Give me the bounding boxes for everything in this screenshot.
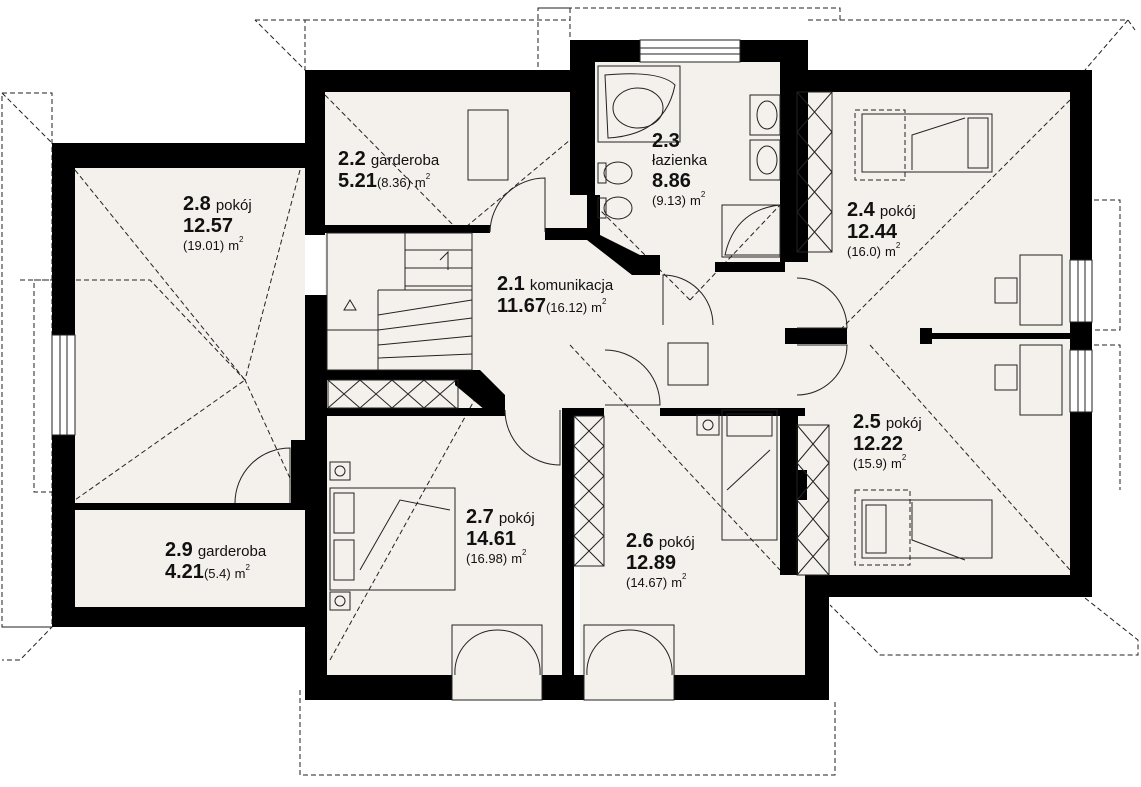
room-area: 12.89 [626, 552, 676, 574]
walls [52, 40, 1092, 700]
room-unit: m [235, 566, 246, 581]
windows [51, 39, 1093, 701]
svg-text:(15.9)m2: (15.9) m2 [853, 453, 907, 471]
svg-text:2.3: 2.3 [652, 130, 680, 152]
room-id: 2.2 [338, 148, 366, 170]
room-id: 2.1 [497, 273, 525, 295]
room-area: 8.86 [652, 170, 691, 192]
room-id: 2.5 [853, 411, 881, 433]
room-name: łazienka [652, 152, 708, 169]
room-name: garderoba [371, 152, 440, 169]
room-unit: m [891, 456, 902, 471]
room-area: 4.21 [165, 561, 204, 583]
furniture [329, 109, 1063, 611]
room-unit-sup: 2 [602, 297, 607, 306]
room-gross-area: (9.13) [652, 193, 686, 208]
room-name: pokój [880, 203, 916, 220]
room-area: 12.57 [183, 215, 233, 237]
room-name: pokój [886, 415, 922, 432]
room-id: 2.9 [165, 539, 193, 561]
room-id: 2.8 [183, 193, 211, 215]
room-area: 12.44 [847, 221, 898, 243]
room-gross-area: (15.9) [853, 456, 887, 471]
svg-text:14.61: 14.61 [466, 528, 516, 550]
room-name: pokój [659, 534, 695, 551]
room-unit-sup: 2 [239, 235, 244, 244]
floor-areas [75, 62, 1075, 675]
room-unit: m [511, 551, 522, 566]
room-id: 2.4 [847, 199, 876, 221]
svg-text:12.44: 12.44 [847, 221, 898, 243]
room-area: 14.61 [466, 528, 516, 550]
svg-text:(16.98)m2: (16.98) m2 [466, 548, 527, 566]
room-unit: m [885, 244, 896, 259]
room-gross-area: (16.98) [466, 551, 507, 566]
room-unit: m [591, 300, 602, 315]
svg-text:5.21(8.36)m2: 5.21(8.36) m2 [338, 170, 431, 192]
svg-text:8.86: 8.86 [652, 170, 691, 192]
svg-text:(14.67)m2: (14.67) m2 [626, 572, 687, 590]
room-id: 2.3 [652, 130, 680, 152]
room-unit-sup: 2 [896, 241, 901, 250]
room-name: pokój [499, 510, 535, 527]
room-unit: m [228, 238, 239, 253]
room-unit-sup: 2 [682, 572, 687, 581]
svg-text:11.67(16.12)m2: 11.67(16.12) m2 [497, 295, 607, 317]
svg-text:(16.0)m2: (16.0) m2 [847, 241, 901, 259]
room-unit: m [415, 175, 426, 190]
room-unit-sup: 2 [522, 548, 527, 557]
room-name: garderoba [198, 543, 267, 560]
svg-text:4.21(5.4)m2: 4.21(5.4) m2 [165, 561, 251, 583]
svg-text:(19.01)m2: (19.01) m2 [183, 235, 244, 253]
wardrobes [327, 91, 833, 576]
room-unit-sup: 2 [701, 190, 706, 199]
staircase [326, 232, 473, 371]
room-unit: m [690, 193, 701, 208]
room-unit: m [671, 575, 682, 590]
svg-text:12.57: 12.57 [183, 215, 233, 237]
room-area: 11.67 [497, 295, 546, 317]
svg-text:(9.13)m2: (9.13) m2 [652, 190, 706, 208]
room-gross-area: (16.12) [546, 300, 587, 315]
room-gross-area: (8.36) [377, 175, 411, 190]
room-name: komunikacja [530, 277, 614, 294]
room-unit-sup: 2 [246, 563, 251, 572]
doors [234, 177, 848, 504]
room-id: 2.7 [466, 506, 494, 528]
room-area: 5.21 [338, 170, 377, 192]
room-unit-sup: 2 [426, 172, 431, 181]
room-gross-area: (16.0) [847, 244, 881, 259]
room-gross-area: (5.4) [204, 566, 231, 581]
room-id: 2.6 [626, 530, 654, 552]
room-name: pokój [216, 197, 252, 214]
room-gross-area: (19.01) [183, 238, 224, 253]
room-area: 12.22 [853, 433, 903, 455]
svg-text:12.89: 12.89 [626, 552, 676, 574]
room-unit-sup: 2 [902, 453, 907, 462]
svg-text:12.22: 12.22 [853, 433, 903, 455]
room-gross-area: (14.67) [626, 575, 667, 590]
bathroom-fixtures [597, 65, 781, 258]
